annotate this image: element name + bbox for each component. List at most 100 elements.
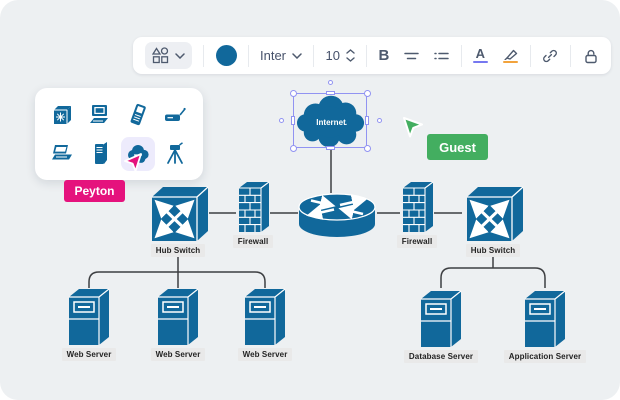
node-label: Web Server <box>237 348 293 361</box>
connection-point[interactable] <box>279 118 284 123</box>
chevron-up-icon <box>346 49 355 54</box>
highlighter-icon <box>504 49 518 60</box>
modem-icon <box>165 107 186 121</box>
peyton-cursor-icon <box>124 153 142 172</box>
palette-item-laptop[interactable] <box>46 137 80 171</box>
toolbar-divider <box>313 44 315 67</box>
node-label: Application Server <box>503 350 587 363</box>
laptop-icon <box>51 144 72 159</box>
server-tower-icon <box>95 141 108 164</box>
chevron-down-icon <box>175 52 185 59</box>
hub-icon <box>53 105 71 124</box>
connection-point[interactable] <box>377 118 382 123</box>
node-web-server-3[interactable]: Web Server <box>232 288 298 361</box>
link-button[interactable] <box>542 48 558 64</box>
collaborator-tag-guest: Guest <box>427 134 488 160</box>
node-hub-switch-right[interactable]: Hub Switch <box>456 184 530 257</box>
bold-button[interactable]: B <box>378 47 390 64</box>
node-web-server-1[interactable]: Web Server <box>56 288 122 361</box>
node-router[interactable] <box>298 192 376 240</box>
chevron-down-icon <box>292 52 302 59</box>
guest-cursor-icon <box>403 117 423 138</box>
chevron-down-icon <box>346 57 355 62</box>
pda-icon <box>130 103 146 125</box>
list-button[interactable] <box>434 50 450 62</box>
connection-point[interactable] <box>328 80 333 85</box>
palette-item-pda[interactable] <box>121 98 155 132</box>
selection-handle[interactable] <box>363 89 371 97</box>
node-web-server-2[interactable]: Web Server <box>145 288 211 361</box>
toolbar-divider <box>569 44 571 67</box>
firewall-icon <box>239 181 270 232</box>
connector[interactable] <box>178 271 266 288</box>
hub-switch-icon <box>467 186 524 241</box>
node-label: Hub Switch <box>150 244 206 257</box>
palette-item-server-tower[interactable] <box>83 137 117 171</box>
node-label: Hub Switch <box>465 244 521 257</box>
toolbar-divider <box>203 44 205 67</box>
lock-button[interactable] <box>582 48 599 64</box>
font-family-select[interactable]: Inter <box>260 48 302 63</box>
collaborator-name: Peyton <box>74 184 115 198</box>
scanner-tripod-icon <box>167 141 184 164</box>
font-size-value: 10 <box>325 48 340 63</box>
font-family-value: Inter <box>260 48 287 63</box>
collaborator-name: Guest <box>439 139 476 155</box>
node-firewall-right[interactable]: Firewall <box>389 181 445 248</box>
node-hub-switch-left[interactable]: Hub Switch <box>141 184 215 257</box>
selection-handle[interactable] <box>289 89 297 97</box>
server-icon <box>421 290 462 347</box>
node-database-server[interactable]: Database Server <box>396 290 486 363</box>
selection-handle[interactable] <box>291 116 295 125</box>
toolbar-divider <box>460 44 462 67</box>
formatting-toolbar: Inter 10 B <box>133 37 611 74</box>
palette-item-workstation[interactable] <box>83 98 117 132</box>
toolbar-divider <box>530 44 532 67</box>
connector[interactable] <box>440 267 493 288</box>
server-icon <box>525 290 566 347</box>
selection-handle[interactable] <box>325 146 335 150</box>
selection-handle[interactable] <box>365 116 369 125</box>
connector[interactable] <box>88 271 178 288</box>
node-internet[interactable]: Internet <box>279 80 382 152</box>
stepper-arrows[interactable] <box>346 49 355 62</box>
text-color-button[interactable]: A <box>472 45 488 64</box>
server-icon <box>245 288 286 345</box>
node-label: Firewall <box>396 235 438 248</box>
shapes-icon <box>152 47 169 64</box>
node-firewall-left[interactable]: Firewall <box>225 181 281 248</box>
palette-item-scanner[interactable] <box>158 137 192 171</box>
palette-item-modem[interactable] <box>158 98 192 132</box>
selection-handle[interactable] <box>363 144 371 152</box>
toolbar-divider <box>247 44 249 67</box>
hub-switch-icon <box>152 186 209 241</box>
selection-box <box>293 93 367 148</box>
server-icon <box>69 288 110 345</box>
node-label: Web Server <box>61 348 117 361</box>
node-application-server[interactable]: Application Server <box>497 290 593 363</box>
text-color-glyph: A <box>475 45 486 61</box>
internet-cloud-icon: Internet <box>296 95 365 148</box>
collaborator-tag-peyton: Peyton <box>64 180 125 202</box>
connector[interactable] <box>493 267 546 288</box>
node-label: Database Server <box>403 350 479 363</box>
selection-handle[interactable] <box>325 91 335 95</box>
font-size-stepper[interactable]: 10 <box>326 48 355 63</box>
toolbar-divider <box>366 44 368 67</box>
router-icon <box>298 193 376 237</box>
selection-handle[interactable] <box>289 144 297 152</box>
highlight-bar <box>503 60 519 64</box>
align-button[interactable] <box>404 50 420 62</box>
text-color-bar <box>472 60 488 64</box>
server-icon <box>158 288 199 345</box>
firewall-icon <box>403 181 434 232</box>
node-label: Web Server <box>150 348 206 361</box>
highlight-button[interactable] <box>503 48 519 64</box>
palette-item-hub[interactable] <box>46 98 80 132</box>
shape-palette <box>35 88 203 180</box>
shape-picker-button[interactable] <box>145 42 192 69</box>
node-label: Firewall <box>232 235 274 248</box>
fill-color-swatch[interactable] <box>215 45 237 66</box>
